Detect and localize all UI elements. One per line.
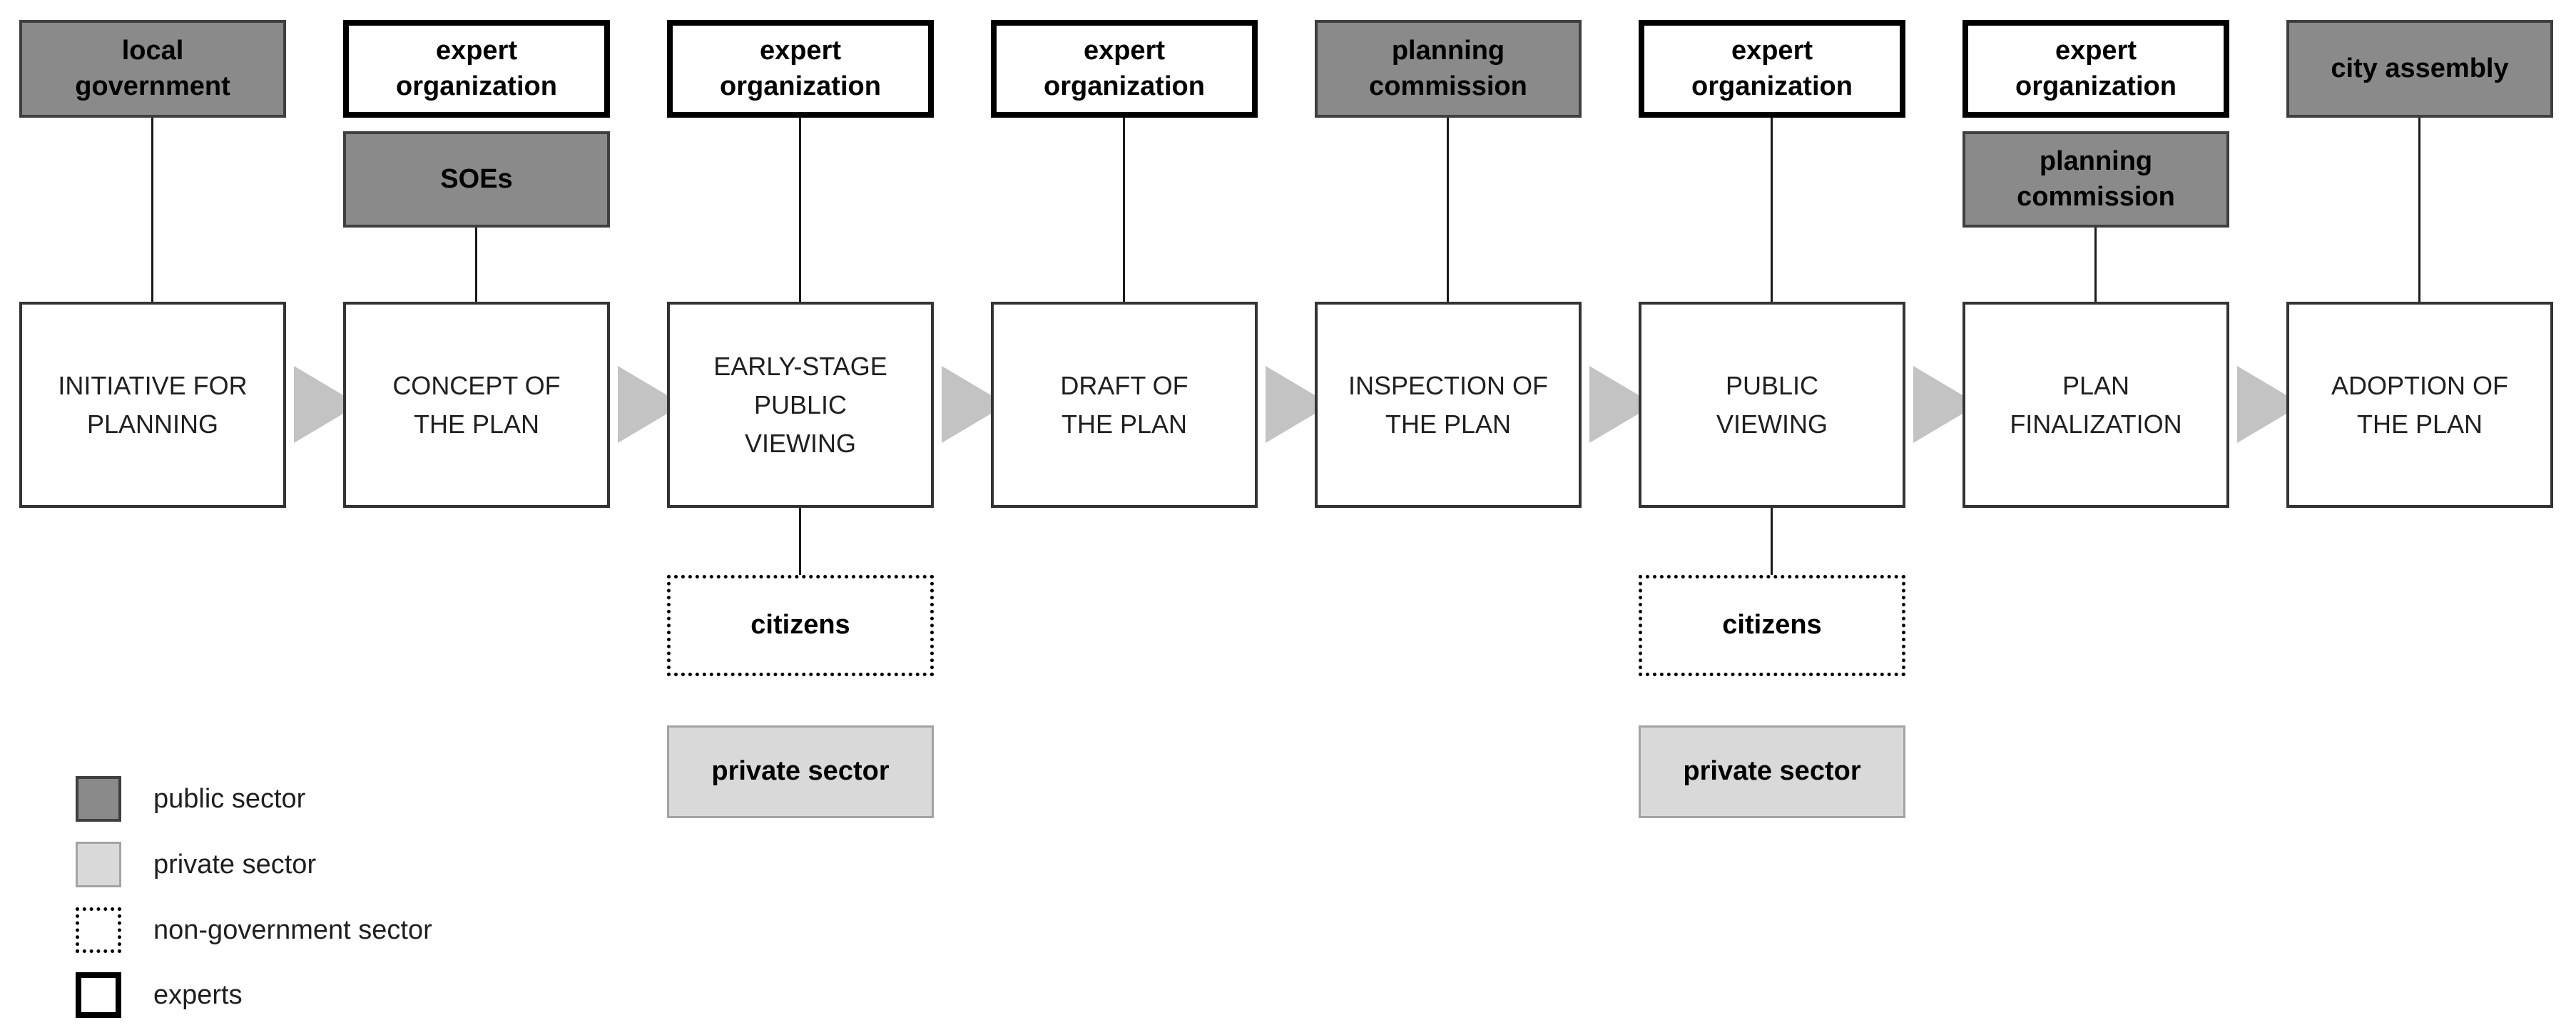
legend-label-experts: experts (153, 979, 243, 1010)
connector-line (475, 228, 477, 302)
actor-box-citizens-public-viewing: citizens (1639, 575, 1905, 676)
connector-line (799, 118, 801, 302)
actor-box-planning-commission-finalization: planning commission (1962, 131, 2229, 228)
connector-line (1123, 118, 1125, 302)
actor-box-private-sector-public-viewing: private sector (1639, 725, 1905, 818)
actor-box-expert-organization-early-viewing: expert organization (667, 20, 934, 118)
stage-box-draft-of-the-plan: DRAFT OF THE PLAN (991, 302, 1258, 508)
connector-line (1771, 118, 1773, 302)
actor-box-expert-organization-public-viewing: expert organization (1639, 20, 1905, 118)
actor-box-expert-organization-draft: expert organization (991, 20, 1258, 118)
connector-line (151, 118, 153, 302)
connector-line (2094, 228, 2097, 302)
actor-box-soes: SOEs (343, 131, 610, 228)
legend-label-public-sector: public sector (153, 783, 306, 814)
legend-swatch-experts (76, 972, 121, 1018)
actor-box-local-government: local government (19, 20, 286, 118)
legend-swatch-public-sector (76, 776, 121, 822)
legend-swatch-private-sector (76, 842, 121, 887)
connector-line (1447, 118, 1449, 302)
legend-label-private-sector: private sector (153, 849, 317, 880)
actor-box-expert-organization-concept: expert organization (343, 20, 610, 118)
connector-line (1771, 508, 1773, 575)
stage-box-initiative-for-planning: INITIATIVE FOR PLANNING (19, 302, 286, 508)
stage-box-concept-of-the-plan: CONCEPT OF THE PLAN (343, 302, 610, 508)
connector-line (2418, 118, 2420, 302)
stage-box-early-stage-public-viewing: EARLY-STAGE PUBLIC VIEWING (667, 302, 934, 508)
connector-line (799, 508, 801, 575)
actor-box-planning-commission-inspection: planning commission (1315, 20, 1582, 118)
stage-box-public-viewing: PUBLIC VIEWING (1639, 302, 1905, 508)
actor-box-private-sector-early-viewing: private sector (667, 725, 934, 818)
stage-box-adoption-of-the-plan: ADOPTION OF THE PLAN (2286, 302, 2553, 508)
actor-box-citizens-early-viewing: citizens (667, 575, 934, 676)
legend-swatch-non-government-sector (76, 907, 121, 953)
actor-box-city-assembly: city assembly (2286, 20, 2553, 118)
stage-box-inspection-of-the-plan: INSPECTION OF THE PLAN (1315, 302, 1582, 508)
legend-label-non-government-sector: non-government sector (153, 914, 432, 945)
stage-box-plan-finalization: PLAN FINALIZATION (1962, 302, 2229, 508)
actor-box-expert-organization-finalization: expert organization (1962, 20, 2229, 118)
